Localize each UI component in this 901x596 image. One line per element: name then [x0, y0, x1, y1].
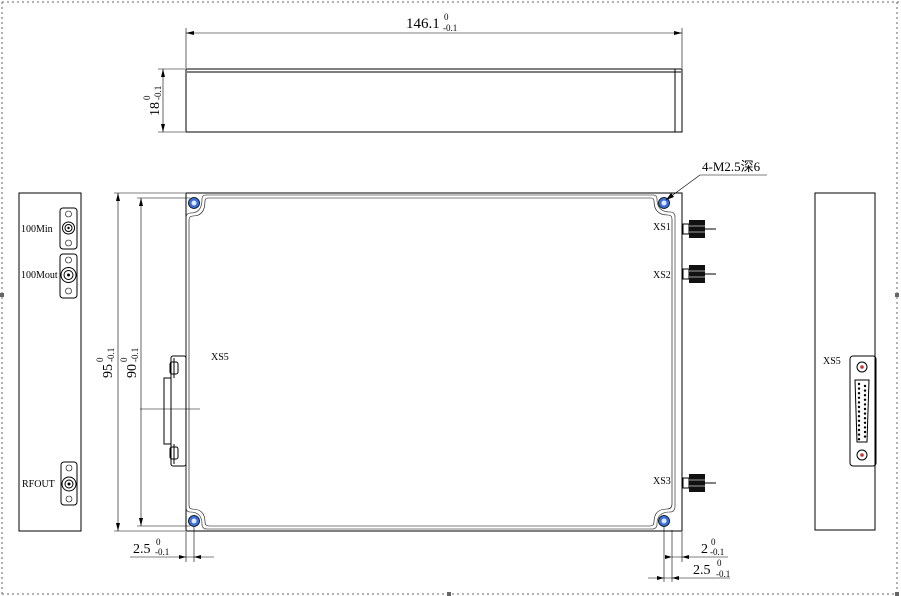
label-rfout: RFOUT — [22, 479, 55, 490]
offset-right-a-dim-upper: 0 — [711, 537, 716, 547]
dsub-pin — [863, 394, 867, 397]
dsub-pin — [857, 387, 861, 390]
offset-right-b-dim-main: 2.5 — [693, 563, 711, 578]
label-100mout: 100Mout — [21, 270, 58, 281]
dsub-pin — [857, 438, 861, 441]
offset-right-b-dim-upper: 0 — [717, 558, 722, 568]
screw-bottom-left — [188, 515, 200, 527]
screw-top-left — [188, 197, 200, 209]
dsub-pin — [863, 421, 867, 424]
dsub-pin — [863, 407, 867, 411]
connector-xs2 — [682, 265, 716, 283]
label-xs1: XS1 — [653, 222, 671, 233]
front-view: 4-M2.5深6 XS1 XS2 XS3 — [95, 159, 767, 582]
right-end-view: XS5 — [814, 192, 877, 531]
dsub-pin — [857, 428, 861, 432]
screw-bottom-right — [658, 515, 670, 527]
dsub-pin — [863, 403, 867, 406]
dsub-pin — [863, 435, 867, 438]
height-dim-main: 18 — [148, 102, 163, 116]
connector-100mout — [59, 253, 78, 299]
offset-right-a-dim-main: 2 — [701, 542, 708, 557]
dsub-pin — [863, 430, 867, 434]
dsub-pin — [857, 392, 861, 395]
connector-xs5-profile — [140, 355, 200, 467]
dsub-pin — [857, 415, 861, 418]
height-dim-upper: 0 — [142, 95, 152, 100]
connector-100min — [59, 207, 78, 250]
width-outer-dim-upper: 0 — [95, 357, 105, 362]
left-end-view: 100Min 100Mout RFOUT — [18, 192, 82, 532]
dsub-pin — [857, 405, 861, 409]
height-dim-lower: -0.1 — [153, 86, 163, 100]
label-xs5-side: XS5 — [823, 356, 841, 367]
label-xs5-front: XS5 — [211, 352, 229, 363]
width-inner-dim-lower: -0.1 — [130, 348, 140, 362]
offset-right-b-dim-lower: -0.1 — [716, 569, 730, 579]
dsub-pin — [857, 410, 861, 413]
dsub-pin — [857, 401, 861, 404]
dsub-pin — [857, 396, 861, 399]
width-outer-dim-lower: -0.1 — [106, 348, 116, 362]
top-view: 146.1 0 -0.1 18 0 -0.1 — [142, 12, 683, 133]
length-dim-upper: 0 — [444, 12, 449, 22]
connector-xs1 — [682, 220, 716, 238]
width-inner-dim-main: 90 — [125, 364, 140, 378]
dsub-pin — [857, 419, 861, 422]
length-dim-main: 146.1 — [406, 16, 440, 32]
screw-top-right — [658, 197, 670, 209]
dsub-pin — [863, 384, 867, 388]
connector-xs3 — [682, 474, 716, 492]
dsub-pin — [863, 417, 867, 420]
width-inner-dim-upper: 0 — [119, 357, 129, 362]
dsub-pin — [863, 412, 867, 415]
label-xs2: XS2 — [653, 270, 671, 281]
offset-left-dim-lower: -0.1 — [155, 547, 169, 557]
dsub-pin — [863, 389, 867, 392]
label-xs3: XS3 — [653, 476, 671, 487]
dsub-pin — [857, 424, 861, 427]
length-dim-lower: -0.1 — [443, 23, 457, 33]
connector-rfout — [60, 461, 78, 506]
dsub-pin — [857, 382, 861, 386]
connector-xs5-dsub — [849, 355, 877, 467]
dsub-pin — [863, 398, 867, 401]
dsub-pin — [863, 426, 867, 429]
offset-right-a-dim-lower: -0.1 — [710, 547, 724, 557]
offset-left-dim-main: 2.5 — [133, 542, 151, 557]
width-outer-dim-main: 95 — [101, 364, 116, 378]
label-100min: 100Min — [21, 224, 53, 235]
dsub-pin — [857, 433, 861, 436]
holes-note: 4-M2.5深6 — [702, 159, 761, 174]
offset-left-dim-upper: 0 — [156, 537, 161, 547]
